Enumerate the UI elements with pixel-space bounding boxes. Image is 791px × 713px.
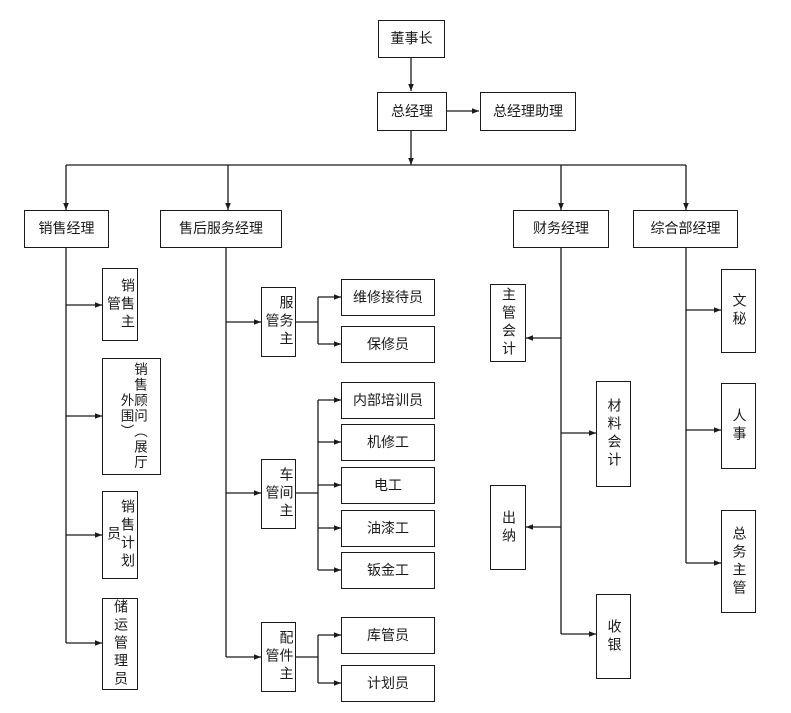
parts-planner-node: 计划员	[341, 665, 435, 702]
general-dept-manager-node: 综合部经理	[633, 210, 738, 248]
reception-staff-node: 维修接待员	[341, 279, 435, 316]
service-supervisor-node: 服务主管	[261, 287, 296, 357]
sales-manager-node: 销售经理	[24, 210, 109, 248]
cash-register-node: 收银	[596, 594, 631, 679]
materials-accountant-node: 材料会计	[596, 381, 631, 487]
secretary-node: 文秘	[721, 269, 756, 353]
general-affairs-supervisor-node: 总务主管	[721, 510, 756, 613]
chairman-node: 董事长	[378, 20, 445, 58]
electrician-node: 电工	[341, 467, 435, 504]
warranty-staff-node: 保修员	[341, 326, 435, 363]
storage-admin-node: 储运管理员	[102, 598, 138, 690]
workshop-supervisor-node: 车间主管	[261, 459, 296, 529]
hr-node: 人事	[721, 383, 756, 469]
sales-planner-node: 销售计划员	[102, 491, 138, 579]
gm-assistant-node: 总经理助理	[480, 92, 576, 131]
after-sales-manager-node: 售后服务经理	[160, 210, 282, 248]
cashier-node: 出纳	[490, 485, 526, 570]
sales-consultant-node: 销售顾问（展厅外围）	[102, 358, 161, 475]
painter-node: 油漆工	[341, 510, 435, 547]
sheet-metal-worker-node: 钣金工	[341, 552, 435, 589]
general-manager-node: 总经理	[377, 92, 447, 131]
internal-trainer-node: 内部培训员	[341, 382, 435, 419]
sales-supervisor-node: 销售主管	[102, 268, 138, 341]
parts-supervisor-node: 配件主管	[261, 622, 296, 692]
finance-manager-node: 财务经理	[513, 210, 609, 248]
mechanic-node: 机修工	[341, 424, 435, 461]
warehouse-keeper-node: 库管员	[341, 617, 435, 654]
chief-accountant-node: 主管会计	[490, 284, 526, 362]
